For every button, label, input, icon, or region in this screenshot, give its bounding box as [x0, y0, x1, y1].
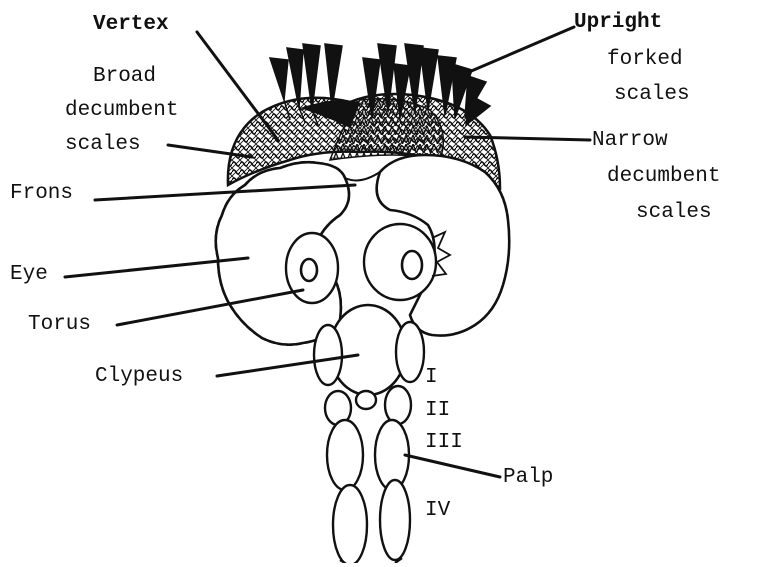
label-narrow-line3: scales [636, 202, 712, 224]
label-eye: Eye [10, 264, 48, 286]
label-broad-line1: Broad [93, 66, 156, 88]
label-segment-2: II [425, 400, 450, 422]
label-vertex: Vertex [93, 14, 169, 36]
label-upright-line2: forked [607, 49, 683, 71]
label-narrow-line2: decumbent [607, 166, 720, 188]
label-upright-line1: Upright [574, 12, 662, 34]
label-clypeus: Clypeus [95, 366, 183, 388]
frons-outline [345, 172, 380, 180]
label-broad-line3: scales [65, 134, 141, 156]
label-segment-4: IV [425, 500, 450, 522]
label-palp: Palp [503, 467, 553, 489]
label-broad-line2: decumbent [65, 100, 178, 122]
label-segment-1: I [425, 367, 438, 389]
label-segment-3: III [425, 432, 463, 454]
label-frons: Frons [10, 183, 73, 205]
label-torus: Torus [28, 314, 91, 336]
label-narrow-line1: Narrow [592, 130, 668, 152]
label-upright-line3: scales [614, 84, 690, 106]
